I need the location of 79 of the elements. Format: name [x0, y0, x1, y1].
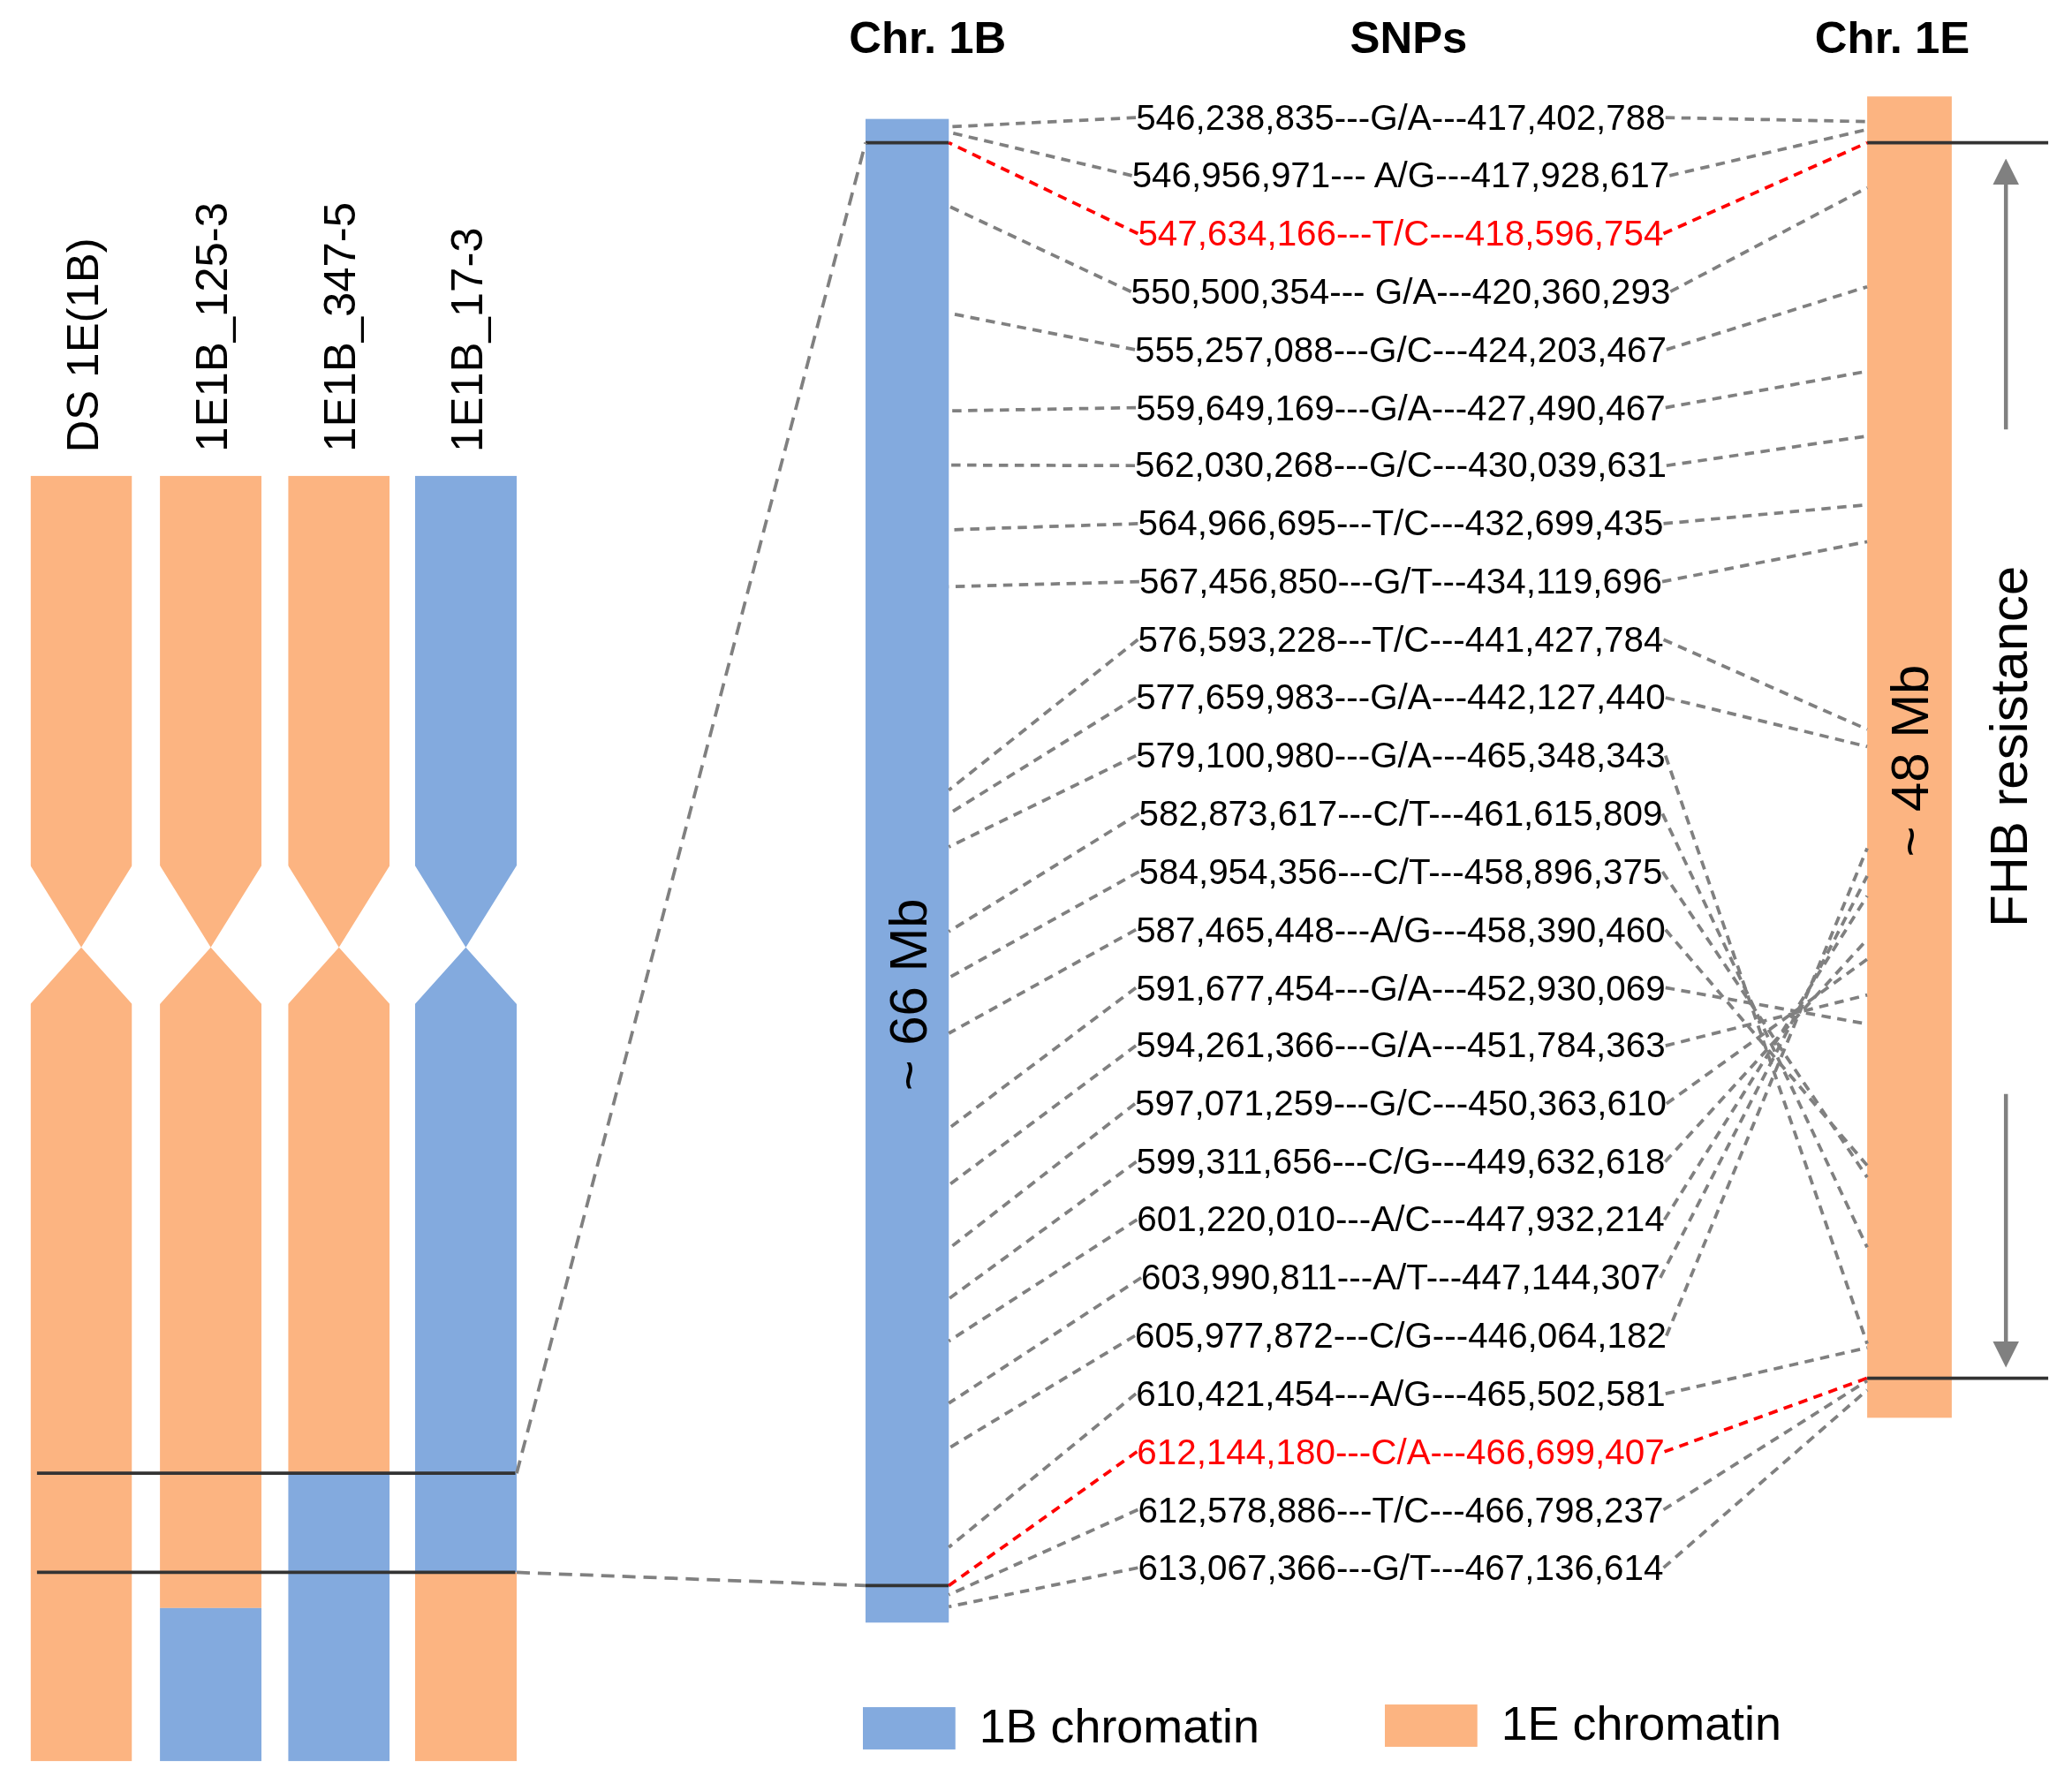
- leader-line: [1662, 1379, 1869, 1512]
- legend-label: 1B chromatin: [979, 1699, 1259, 1755]
- leader-line: [1663, 1376, 1868, 1454]
- leader-line: [948, 870, 1140, 979]
- snp-label: 546,956,971--- A/G---417,928,617: [1131, 154, 1670, 197]
- leader-line: [1666, 284, 1868, 351]
- leader-line: [948, 1160, 1138, 1301]
- snp-label: 613,067,366---G/T---467,136,614: [1138, 1546, 1664, 1590]
- snp-label: 587,465,448---A/G---458,390,460: [1136, 908, 1666, 951]
- column-heading: SNPs: [1350, 11, 1468, 64]
- snp-label: 546,238,835---G/A---417,402,788: [1136, 96, 1666, 140]
- leader-line: [948, 1044, 1138, 1187]
- snp-label: 599,311,656---C/G---449,632,618: [1136, 1140, 1666, 1183]
- column-heading: Chr. 1E: [1814, 11, 1970, 64]
- leader-line: [1659, 875, 1869, 1279]
- leader-line: [948, 638, 1139, 792]
- chromosome-label: 1E1B_125-3: [185, 201, 238, 452]
- leader-line: [948, 1508, 1139, 1597]
- leader-line: [1660, 871, 1869, 1179]
- leader-line: [948, 140, 1139, 236]
- leader-line: [1665, 993, 1868, 1047]
- chromosome-label: DS 1E(1B): [55, 237, 108, 452]
- leader-line: [1662, 140, 1868, 236]
- leader-line: [1662, 638, 1868, 731]
- snp-label: 591,677,454---G/A---452,930,069: [1136, 966, 1666, 1009]
- leader-line: [948, 928, 1137, 1035]
- snp-label: 605,977,872---C/G---446,064,182: [1135, 1314, 1667, 1357]
- leader-line: [948, 1566, 1138, 1609]
- snp-label: 603,990,811---A/T---447,144,307: [1141, 1256, 1660, 1299]
- leader-line: [948, 1392, 1138, 1549]
- leader-line: [1663, 895, 1869, 1221]
- leader-line: [948, 1334, 1137, 1450]
- snp-label: 612,578,886---T/C---466,798,237: [1138, 1488, 1664, 1531]
- leader-line: [1669, 185, 1868, 293]
- snp-label: 597,071,259---G/C---450,363,610: [1135, 1082, 1667, 1125]
- snp-label: 550,500,354--- G/A---420,360,293: [1131, 270, 1671, 314]
- chromosome-label: 1E1B_347-5: [313, 201, 366, 452]
- size-label: ~ 66 Mb: [878, 898, 937, 1092]
- snp-label: 547,634,166---T/C---418,596,754: [1138, 212, 1664, 255]
- region-label: FHB resistance: [1979, 565, 2038, 927]
- size-label: ~ 48 Mb: [1880, 664, 1939, 858]
- leader-line: [1665, 116, 1868, 124]
- snp-label: 584,954,356---C/T---458,896,375: [1138, 850, 1663, 893]
- chromosome-label: 1E1B_17-3: [439, 227, 492, 452]
- leader-line: [1665, 1346, 1868, 1395]
- leader-line: [948, 1450, 1138, 1587]
- leader-line: [1662, 1388, 1869, 1569]
- leader-line: [1665, 957, 1869, 1106]
- chromosome-bar: [866, 118, 949, 1623]
- leader-line: [1661, 540, 1868, 584]
- snp-label: 610,421,454---A/G---465,502,581: [1136, 1372, 1666, 1416]
- leader-line: [948, 986, 1138, 1130]
- snp-label: 567,456,850---G/T---434,119,696: [1138, 560, 1662, 603]
- column-heading: Chr. 1B: [849, 11, 1007, 64]
- snp-label: 555,257,088---G/C---424,203,467: [1135, 328, 1667, 371]
- leader-line: [949, 463, 1136, 468]
- leader-line: [948, 1276, 1143, 1405]
- zoom-line: [516, 1570, 866, 1588]
- zoom-line: [515, 142, 867, 1474]
- leader-line: [1664, 755, 1869, 1345]
- leader-line: [1665, 847, 1869, 1337]
- chromosome-bar: [1867, 96, 1952, 1418]
- snp-label: 594,261,366---G/A---451,784,363: [1136, 1024, 1666, 1067]
- snp-label: 559,649,169---G/A---427,490,467: [1136, 386, 1666, 429]
- leader-line: [948, 812, 1140, 933]
- legend-label: 1E chromatin: [1501, 1697, 1781, 1752]
- leader-line: [1665, 696, 1868, 749]
- snp-label: 612,144,180---C/A---466,699,407: [1137, 1430, 1665, 1473]
- snp-label: 582,873,617---C/T---461,615,809: [1138, 792, 1663, 835]
- snp-label: 564,966,695---T/C---432,699,435: [1138, 503, 1664, 545]
- snp-label: 579,100,980---G/A---465,348,343: [1136, 734, 1666, 777]
- snp-label: 576,593,228---T/C---441,427,784: [1138, 618, 1664, 661]
- leader-line: [1660, 812, 1869, 1249]
- snp-label: 601,220,010---A/C---447,932,214: [1137, 1198, 1665, 1242]
- snp-label: 577,659,983---G/A---442,127,440: [1136, 676, 1666, 719]
- leader-line: [948, 753, 1137, 849]
- leader-line: [948, 1218, 1138, 1343]
- leader-line: [948, 204, 1132, 293]
- snp-label: 562,030,268---G/C---430,039,631: [1135, 444, 1667, 487]
